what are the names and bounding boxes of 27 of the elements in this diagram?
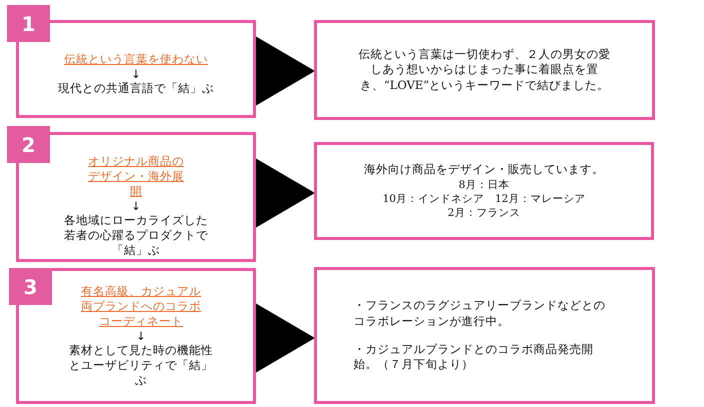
concept-box — [16, 268, 256, 404]
down-arrow-glyph: ↓ — [131, 198, 141, 214]
description-box — [314, 142, 654, 240]
description-box — [314, 267, 655, 404]
body-text: 海外向け商品をデザイン・販売しています。 — [364, 162, 604, 178]
down-arrow-glyph: ↓ — [136, 328, 146, 344]
schedule-text: 2月：フランス — [448, 206, 520, 220]
number-badge: 1 — [7, 5, 50, 42]
number-badge: 2 — [7, 126, 50, 163]
triangle-arrow — [256, 36, 315, 106]
bullet-text: ・カジュアルブランドとのコラボ商品発売開始。（７月下旬より） — [354, 342, 594, 373]
schedule-text: 8月：日本 — [458, 178, 510, 192]
bullet-text: ・フランスのラグジュアリーブランドなどとのコラボレーションが進行中。 — [354, 298, 606, 330]
body-text: 現代との共通言語で「結」ぶ — [58, 81, 214, 96]
body-text: 伝統という言葉は一切使わず、２人の男女の愛しあう想いからはじまった事に着眼点を置き、“LOVE”というキーワードで結びました。 — [358, 46, 612, 94]
body-text: 各地域にローカライズした若者の心躍るプロダクトで「結」ぶ — [63, 213, 209, 258]
heading-text: 有名高級、カジュアル両ブランドへのコラボコーディネート — [80, 284, 202, 329]
body-text: 素材として見た時の機能性とユーザビリティで「結」ぶ — [68, 343, 214, 388]
description-box — [314, 20, 655, 120]
heading-text: オリジナル商品のデザイン・海外展開 — [87, 154, 185, 199]
down-arrow-glyph: ↓ — [131, 66, 141, 82]
concept-box — [16, 132, 256, 262]
number-badge: 3 — [9, 268, 52, 305]
triangle-arrow — [256, 303, 315, 373]
triangle-arrow — [256, 158, 315, 228]
schedule-text: 10月：インドネシア 12月：マレーシア — [382, 192, 586, 206]
heading-text: 伝統という言葉を使わない — [64, 52, 208, 67]
